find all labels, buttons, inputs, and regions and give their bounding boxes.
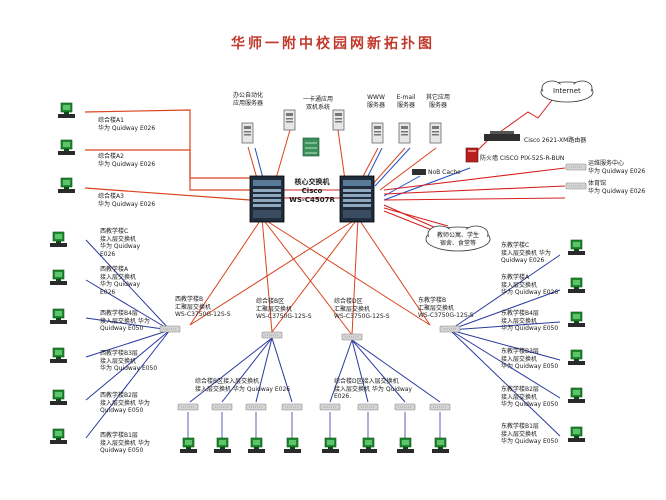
east-b1-label: 东教学楼B1层接入层交换机华为 Quidway E050 <box>501 423 559 445</box>
office-links <box>84 109 251 201</box>
west-b3-label: 西教学楼B3层接入层交换机华为 Quidway E050 <box>100 350 158 372</box>
office-a1-pc-icon <box>57 102 76 119</box>
west-a-pc-icon <box>49 269 68 286</box>
router-icon <box>484 131 520 141</box>
east-b1-pc-icon <box>567 426 586 443</box>
other-server-label: 其它应用服务器 <box>425 94 450 109</box>
cache-label: NoB Cache <box>428 169 461 176</box>
east-a-pc-icon <box>567 277 586 294</box>
complex-b-access-switch-1-icon <box>177 403 199 411</box>
complex-d-pc-3-icon <box>396 437 415 454</box>
core-distribution-links <box>189 217 431 336</box>
east-b4-label: 东教学楼B4层接入层交换机华为 Quidway E050 <box>501 310 559 332</box>
east-access-links <box>449 254 561 437</box>
complex-d-pc-4-icon <box>431 437 450 454</box>
internet-cloud-icon <box>540 80 594 103</box>
ops-center-switch-icon <box>565 163 587 171</box>
gym-label: 体育馆华为 Quidway E026 <box>588 180 646 195</box>
complex-b-distribution-switch-icon <box>261 331 283 339</box>
west-c-pc-icon <box>49 231 68 248</box>
card-server-a-icon <box>283 109 296 131</box>
complex-d-access-switch-4-icon <box>429 403 451 411</box>
complex-b-pc-3-icon <box>247 437 266 454</box>
west-b2-pc-icon <box>49 389 68 406</box>
bottom-pc-links <box>187 412 441 438</box>
office-server-icon <box>241 122 254 144</box>
card-server-b-icon <box>332 109 345 131</box>
firewall-icon <box>465 147 479 163</box>
dorm-cloud-icon <box>425 225 491 252</box>
west-b3-pc-icon <box>49 347 68 364</box>
other-server-icon <box>429 122 442 144</box>
east-b3-pc-icon <box>567 349 586 366</box>
complex-b-access-label: 综合楼B区接入层交换机接入层交换机 华为 Quidway E026 <box>195 378 291 393</box>
card-server-label: 一卡通应用双机系统 <box>302 96 333 111</box>
west-access-links <box>85 239 171 439</box>
east-b4-pc-icon <box>567 311 586 328</box>
complex-d-pc-2-icon <box>359 437 378 454</box>
router-label: Cisco 2621-XM路由器 <box>524 137 587 144</box>
cache-icon <box>412 169 426 175</box>
office-a2-pc-icon <box>57 139 76 156</box>
office-a3-pc-icon <box>57 177 76 194</box>
middle-access-links <box>189 337 441 403</box>
east-b-distribution-switch-icon <box>439 325 461 333</box>
diagram-title: 华师一附中校园网新拓扑图 <box>231 36 435 52</box>
card-storage-icon <box>302 137 320 157</box>
east-b3-label: 东教学楼B3层接入层交换机华为 Quidway E050 <box>501 348 559 370</box>
complex-b-pc-1-icon <box>179 437 198 454</box>
complex-d-access-switch-3-icon <box>394 403 416 411</box>
complex-b-access-switch-2-icon <box>211 403 233 411</box>
internet-label: Internet <box>553 87 581 95</box>
complex-b-access-switch-4-icon <box>281 403 303 411</box>
west-b1-pc-icon <box>49 428 68 445</box>
west-b4-pc-icon <box>49 308 68 325</box>
east-b2-label: 东教学楼B2层接入层交换机华为 Quidway E050 <box>501 386 559 408</box>
core-switch-right <box>339 175 375 223</box>
www-server-icon <box>371 122 384 144</box>
complex-b-pc-4-icon <box>283 437 302 454</box>
east-c-pc-icon <box>567 239 586 256</box>
complex-d-access-switch-2-icon <box>357 403 379 411</box>
complex-d-distribution-switch-icon <box>341 333 363 341</box>
core-switch-left <box>249 175 285 223</box>
ops-center-label: 运维服务中心华为 Quidway E026 <box>588 160 646 175</box>
complex-b-pc-2-icon <box>213 437 232 454</box>
complex-d-access-switch-1-icon <box>319 403 341 411</box>
firewall-label: 防火墙 CISCO PIX-525-R-BUN <box>480 155 565 162</box>
east-b2-pc-icon <box>567 387 586 404</box>
internet-link <box>499 99 553 133</box>
gym-switch-icon <box>565 182 587 190</box>
office-server-label: 办公自动化应用服务器 <box>232 92 263 107</box>
dorm-cloud-label: 教师公寓、学生宿舍、食堂等 <box>436 232 479 247</box>
complex-d-pc-1-icon <box>321 437 340 454</box>
complex-b-access-switch-3-icon <box>245 403 267 411</box>
email-server-icon <box>398 122 411 144</box>
west-b-distribution-switch-icon <box>159 325 181 333</box>
